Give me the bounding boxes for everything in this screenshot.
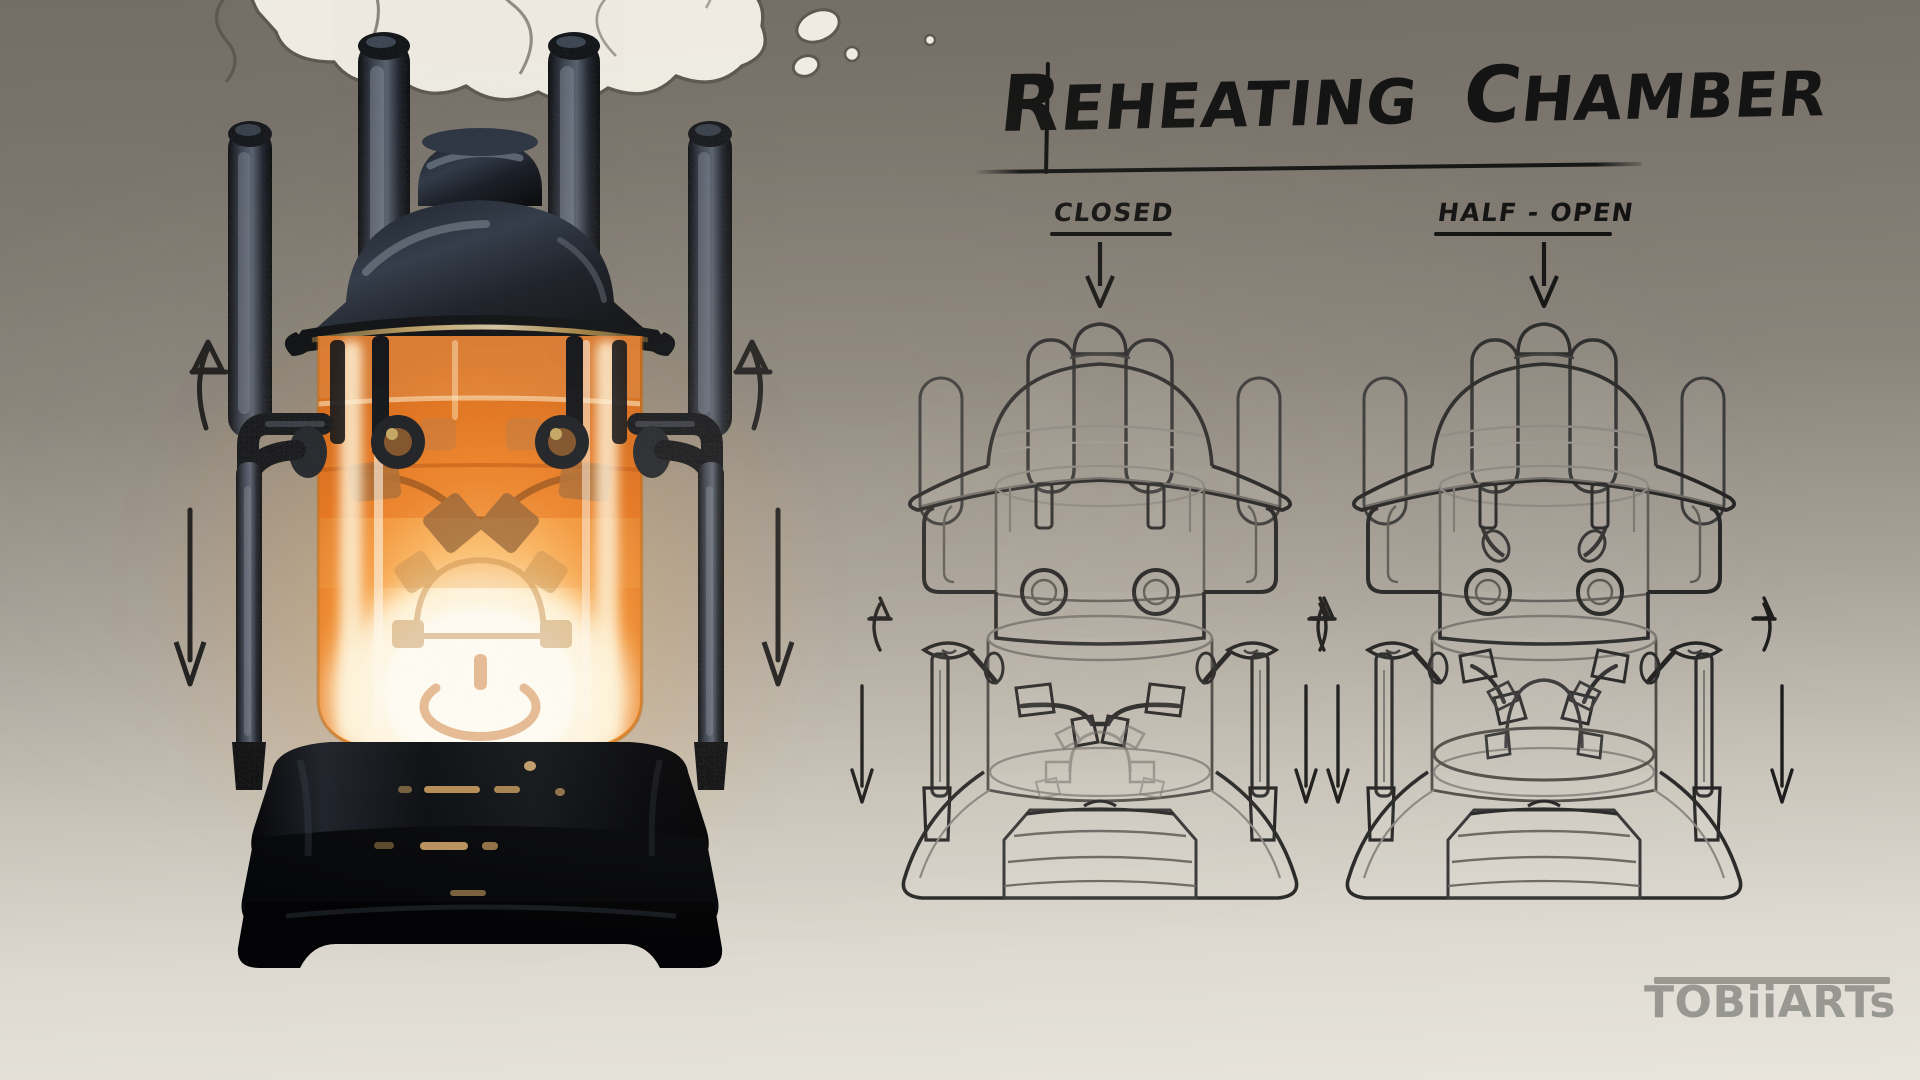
vent-rod-right-outer	[688, 121, 732, 438]
pointer-down-arrow	[1529, 242, 1559, 309]
arrow-down-left	[173, 507, 207, 687]
title-cap-c: C	[1459, 50, 1527, 142]
vent-rod-left-outer	[228, 121, 272, 438]
glass-highlight-left	[340, 340, 362, 740]
schematic-closed	[850, 242, 1350, 900]
arrow-down-right	[1326, 684, 1350, 804]
arrow-up-left	[189, 339, 229, 431]
title-rest-reheating: EHEATING	[1057, 64, 1422, 145]
schematic-half-open	[1294, 242, 1794, 900]
closed-internal-clamps	[1014, 682, 1186, 800]
label-closed-rule	[1050, 232, 1172, 236]
wm-s: s	[1869, 977, 1896, 1028]
arrows	[1294, 596, 1794, 804]
arrow-down-left	[1294, 684, 1318, 804]
inner-dome	[392, 550, 572, 648]
lantern-base	[237, 742, 723, 968]
wm-ii: ii	[1746, 977, 1778, 1028]
chamber-front-bars	[330, 336, 627, 469]
arrow-down-right	[761, 507, 795, 687]
pointer-down-arrow	[1085, 242, 1115, 309]
vent-rods-outer	[228, 121, 732, 438]
label-closed: CLOSED	[1051, 198, 1177, 227]
title-rest-chamber: HAMBER	[1517, 57, 1832, 136]
watermark-bar	[1654, 977, 1890, 984]
chimney-knob	[418, 128, 542, 206]
side-lift-arms	[232, 413, 728, 790]
label-half-open-rule	[1434, 232, 1612, 236]
label-half-open: HALF - OPEN	[1435, 198, 1637, 227]
arrow-up-right	[733, 339, 773, 431]
artist-watermark: TOBiiARTs	[1644, 977, 1896, 1028]
base-highlights	[374, 761, 565, 896]
arrow-down-right	[1770, 684, 1794, 804]
arrow-up-left	[867, 596, 893, 652]
painting-arrows	[173, 339, 795, 687]
hinge-right	[535, 415, 589, 469]
title-cap-r: R	[996, 58, 1067, 150]
power-icon	[419, 654, 541, 742]
wm-t1: T	[1644, 977, 1675, 1028]
wm-b: B	[1712, 977, 1747, 1028]
arrow-down-left	[850, 684, 874, 804]
halfopen-internal-clamps	[1432, 648, 1656, 782]
arrow-up-left	[1311, 596, 1337, 652]
wm-ar: AR	[1777, 977, 1845, 1028]
wm-t2: T	[1844, 977, 1870, 1028]
arrow-up-right	[1751, 596, 1777, 652]
wm-o: O	[1674, 977, 1713, 1028]
hinge-left	[371, 415, 425, 469]
